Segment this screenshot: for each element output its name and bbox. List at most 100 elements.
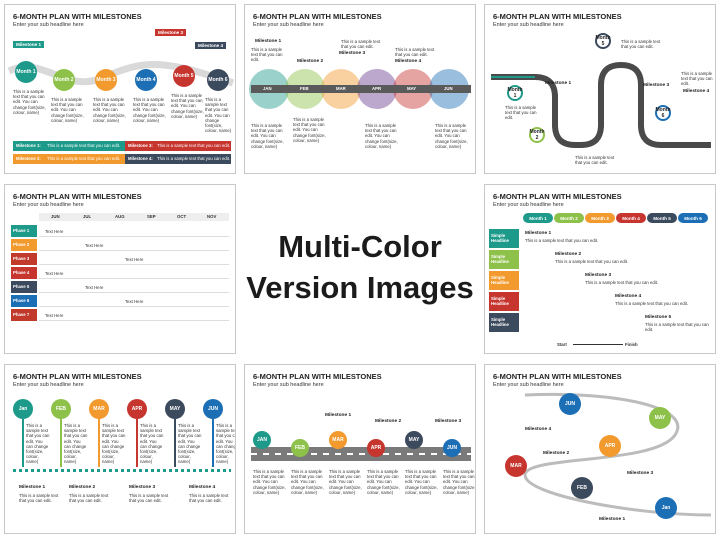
slide-subtitle: Enter your sub headline here <box>253 22 324 28</box>
note-text: This is a sample text that you can edit. <box>395 47 435 58</box>
note-text: This is a sample text that you can edit.… <box>26 423 50 465</box>
month-abbr: FEB <box>300 86 309 91</box>
road-dashes <box>251 453 471 455</box>
phase-label: Phase 3 <box>11 253 37 265</box>
month-tab: Month 4 <box>616 213 646 223</box>
month-bubble: MAY <box>165 399 185 419</box>
milestone-label: Milestone 2 <box>543 451 570 456</box>
thumbnail-4[interactable]: 6-MONTH PLAN WITH MILESTONES Enter your … <box>4 184 236 354</box>
month-bubble: FEB <box>571 477 593 499</box>
thumbnail-1[interactable]: 6-MONTH PLAN WITH MILESTONES Enter your … <box>4 4 236 174</box>
milestone-label: Milestone 1 <box>19 485 46 490</box>
phase-row <box>39 253 229 265</box>
month-bubble: Jan <box>655 497 677 519</box>
note-text: This is a sample text that you can edit.… <box>293 117 326 143</box>
thumbnail-2[interactable]: 6-MONTH PLAN WITH MILESTONES Enter your … <box>244 4 476 174</box>
note-text: This is a sample text that you can edit. <box>615 301 689 306</box>
milestone-label: Milestone 4 <box>525 427 552 432</box>
note-text: This is a sample text that you can edit.… <box>216 423 236 465</box>
center-title: Multi-Color Version Images <box>244 226 476 308</box>
center-title-line-1: Multi-Color <box>278 229 442 264</box>
milestone-flag: Milestone 1 <box>13 41 45 48</box>
legend-bar-4: Milestone 4: This is a sample text that … <box>125 154 231 164</box>
s-curve-road <box>523 392 712 517</box>
month-label: AUG <box>115 214 125 219</box>
note-text: This is a sample text that you can edit. <box>505 105 537 121</box>
note-text: This is a sample text that you can edit. <box>575 155 615 166</box>
note-text: This is a sample text that you can edit.… <box>205 97 232 134</box>
milestone-label: Milestone 5 <box>645 315 672 320</box>
milestone-flag: Milestone 3 <box>155 29 187 36</box>
slide-title: 6-MONTH PLAN WITH MILESTONES <box>13 192 142 201</box>
note-text: This is a sample text that you can edit. <box>525 238 599 243</box>
month-bubble: JAN <box>253 431 271 449</box>
center-title-line-2: Version Images <box>246 270 474 305</box>
milestone-label: Milestone 4 <box>615 294 642 299</box>
phase-label: Phase 7 <box>11 309 37 321</box>
milestone-label: Milestone 2 <box>375 419 402 424</box>
slide-subtitle: Enter your sub headline here <box>493 202 564 208</box>
slide-subtitle: Enter your sub headline here <box>13 382 84 388</box>
milestone-label: Milestone 3 <box>129 485 156 490</box>
month-bubble: MAY <box>405 431 423 449</box>
note-text: This is a sample text that you can edit.… <box>140 423 164 465</box>
thumbnail-7[interactable]: 6-MONTH PLAN WITH MILESTONES Enter your … <box>4 364 236 534</box>
milestone-label: Milestone 1 <box>255 39 282 44</box>
thumbnail-3[interactable]: 6-MONTH PLAN WITH MILESTONES Enter your … <box>484 4 716 174</box>
cell-text: Text Here <box>45 229 64 234</box>
headline-label: Simple Headline <box>489 292 519 311</box>
phase-row <box>39 239 229 251</box>
milestone-label: Milestone 4 <box>395 59 422 64</box>
slide-title: 6-MONTH PLAN WITH MILESTONES <box>253 12 382 21</box>
cell-text: Text Here <box>85 285 104 290</box>
thumbnail-9[interactable]: 6-MONTH PLAN WITH MILESTONES Enter your … <box>484 364 716 534</box>
note-text: This is a sample text that you can edit. <box>585 280 659 285</box>
month-bubble: FEB <box>291 439 309 457</box>
note-text: This is a sample text that you can edit.… <box>51 97 84 123</box>
milestone-label: Milestone 3 <box>585 273 612 278</box>
phase-label: Phase 5 <box>11 281 37 293</box>
note-text: This is a sample text that you can edit.… <box>443 469 476 495</box>
legend-bar-2: Milestone 2: This is a sample text that … <box>13 154 125 164</box>
note-text: This is a sample text that you can edit. <box>189 493 229 504</box>
milestone-label: Milestone 3 <box>435 419 462 424</box>
month-abbr: JUN <box>444 86 453 91</box>
milestone-label: Milestone 3 <box>643 83 670 88</box>
month-bubble: Month 6 <box>207 69 229 91</box>
cell-text: Text Here <box>125 299 144 304</box>
thumbnail-6[interactable]: 6-MONTH PLAN WITH MILESTONES Enter your … <box>484 184 716 354</box>
note-text: This is a sample text that you can edit.… <box>102 423 126 465</box>
month-bubble: MAY <box>649 407 671 429</box>
headline-label: Simple Headline <box>489 271 519 290</box>
phase-row <box>39 309 229 321</box>
pin-stem <box>136 419 138 467</box>
note-text: This is a sample text that you can edit.… <box>329 469 362 495</box>
note-text: This is a sample text that you can edit.… <box>367 469 400 495</box>
month-tab: Month 1 <box>523 213 553 223</box>
milestone-label: Milestone 1 <box>525 231 552 236</box>
milestone-label: Milestone 4 <box>683 89 710 94</box>
phase-row <box>39 225 229 237</box>
month-label: NOV <box>207 214 217 219</box>
note-text: This is a sample text that you can edit. <box>19 493 59 504</box>
phase-label: Phase 2 <box>11 239 37 251</box>
note-text: This is a sample text that you can edit.… <box>171 93 204 119</box>
note-text: This is a sample text that you can edit.… <box>64 423 88 465</box>
phase-row <box>39 267 229 279</box>
month-bubble: Month 5 <box>173 65 195 87</box>
month-abbr: JAN <box>263 86 272 91</box>
note-text: This is a sample text that you can edit. <box>69 493 109 504</box>
pin-stem <box>212 419 214 467</box>
note-text: This is a sample text that you can edit. <box>555 259 629 264</box>
start-finish-arrow <box>573 344 623 345</box>
milestone-label: Milestone 1 <box>545 81 572 86</box>
note-text: This is a sample text that you can edit.… <box>365 123 398 149</box>
month-bubble: APR <box>367 439 385 457</box>
thumbnail-8[interactable]: 6-MONTH PLAN WITH MILESTONES Enter your … <box>244 364 476 534</box>
month-label: JUL <box>83 214 92 219</box>
month-bubble: Month 5 <box>595 33 611 49</box>
slide-subtitle: Enter your sub headline here <box>493 382 564 388</box>
note-text: This is a sample text that you can edit.… <box>13 89 46 115</box>
note-text: This is a sample text that you can edit.… <box>178 423 202 465</box>
